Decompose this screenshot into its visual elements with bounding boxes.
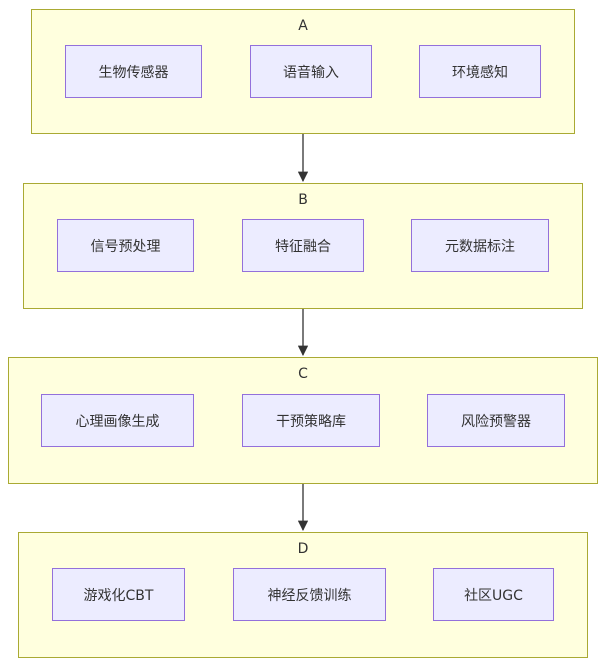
- node-neurofeedback[interactable]: 神经反馈训练: [233, 568, 386, 621]
- node-intervention-library[interactable]: 干预策略库: [242, 394, 380, 447]
- node-gamified-cbt[interactable]: 游戏化CBT: [52, 568, 185, 621]
- node-environment-sensing[interactable]: 环境感知: [419, 45, 541, 98]
- node-voice-input[interactable]: 语音输入: [250, 45, 372, 98]
- node-metadata-labeling[interactable]: 元数据标注: [411, 219, 549, 272]
- cluster-d-title: D: [297, 541, 309, 557]
- node-biosensor[interactable]: 生物传感器: [65, 45, 202, 98]
- cluster-c-title: C: [298, 366, 308, 382]
- node-psych-profile[interactable]: 心理画像生成: [41, 394, 194, 447]
- node-risk-alert[interactable]: 风险预警器: [427, 394, 565, 447]
- node-community-ugc[interactable]: 社区UGC: [433, 568, 554, 621]
- cluster-b-title: B: [298, 192, 308, 208]
- cluster-a-title: A: [298, 18, 308, 34]
- node-feature-fusion[interactable]: 特征融合: [242, 219, 364, 272]
- node-signal-preprocessing[interactable]: 信号预处理: [57, 219, 194, 272]
